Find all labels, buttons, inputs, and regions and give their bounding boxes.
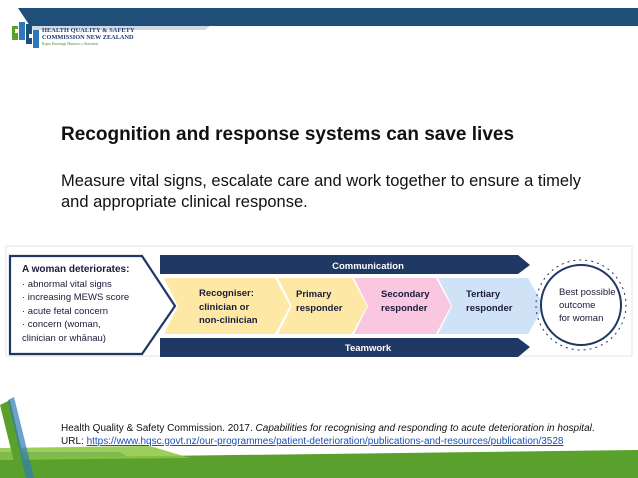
left-box-line: · increasing MEWS score: [22, 292, 130, 303]
citation-reference: Health Quality & Safety Commission. 2017…: [61, 423, 631, 436]
outcome-line: outcome: [559, 300, 596, 311]
left-box-text: A woman deteriorates: · abnormal vital s…: [22, 263, 152, 345]
left-box-line: clinician or whānau): [22, 332, 106, 344]
citation-authors: Health Quality & Safety Commission. 2017…: [61, 423, 256, 434]
citation-url-line: URL: https://www.hqsc.govt.nz/our-progra…: [61, 436, 631, 449]
slide-title: Recognition and response systems can sav…: [61, 124, 515, 145]
outcome-circle: [540, 264, 622, 346]
citation-url-link[interactable]: https://www.hqsc.govt.nz/our-programmes/…: [86, 435, 564, 447]
step-recogniser-label: Recogniser: clinician or non-clinician: [199, 287, 258, 328]
teamwork-bar: [160, 338, 530, 357]
step-label-line: Secondary: [381, 289, 430, 300]
left-box-heading: A woman deteriorates:: [22, 264, 130, 275]
logo-tagline: Kupu Taurangi Hauora o Aotearoa: [42, 41, 99, 46]
step-secondary-label: Secondary responder: [381, 288, 430, 316]
step-label-line: Primary: [296, 289, 332, 300]
step-recogniser-shape: [164, 278, 290, 334]
citation-period: .: [591, 423, 595, 434]
citation-url-label: URL:: [61, 435, 87, 447]
step-primary-shape: [278, 278, 367, 334]
header-band: [18, 8, 638, 26]
left-box-line: · abnormal vital signs: [22, 278, 112, 290]
step-label-line: Tertiary: [466, 289, 501, 300]
step-label-line: responder: [381, 303, 428, 314]
teamwork-label: Teamwork: [345, 343, 392, 354]
header-accent: [30, 26, 210, 30]
logo-wordmark: HEALTH QUALITY & SAFETY COMMISSION NEW Z…: [42, 27, 135, 47]
communication-label: Communication: [332, 261, 404, 272]
outcome-line: for woman: [559, 313, 604, 324]
left-box: [8, 254, 177, 356]
step-secondary-shape: [354, 278, 451, 334]
footer-stripe-2: [8, 397, 34, 478]
left-box-line: · acute fetal concern: [22, 305, 109, 317]
citation: Health Quality & Safety Commission. 2017…: [61, 423, 631, 448]
step-primary-label: Primary responder: [296, 288, 342, 316]
footer-band-light: [0, 446, 190, 460]
outcome-circle-dots: [535, 259, 627, 351]
hqsc-logo-icon: [12, 22, 39, 48]
outcome-line: Best possible: [559, 287, 616, 298]
slide-subtitle: Measure vital signs, escalate care and w…: [61, 172, 582, 211]
left-box-line: · concern (woman,: [22, 319, 101, 330]
step-label-line: responder: [296, 303, 343, 314]
step-label-line: Recogniser:: [199, 288, 254, 299]
footer-stripe-1: [0, 400, 28, 478]
step-tertiary-shape: [438, 278, 544, 334]
citation-title: Capabilities for recognising and respond…: [255, 423, 592, 434]
logo-line-2: COMMISSION NEW ZEALAND: [42, 34, 134, 41]
communication-bar: [160, 255, 530, 274]
step-tertiary-label: Tertiary responder: [466, 288, 512, 316]
logo-line-1: HEALTH QUALITY & SAFETY: [42, 27, 135, 34]
outcome-label: Best possible outcome for woman: [559, 286, 616, 325]
step-label-line: clinician or: [199, 301, 250, 313]
step-label-line: responder: [466, 303, 513, 314]
step-label-line: non-clinician: [199, 315, 258, 326]
